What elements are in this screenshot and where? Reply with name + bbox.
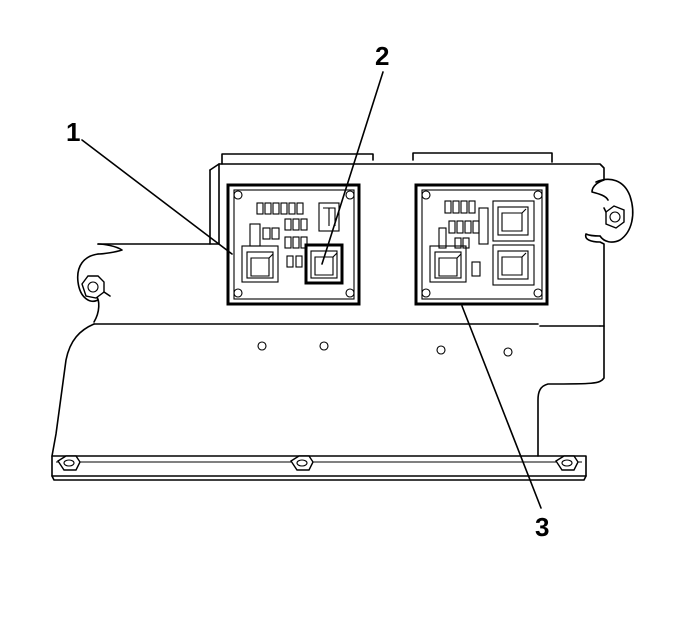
leader-line-2 (321, 71, 384, 265)
leader-line-3 (461, 305, 542, 509)
callout-label-1: 1 (66, 117, 81, 147)
right-ear-nut (595, 178, 634, 243)
callout-label-2: 2 (375, 41, 390, 71)
left-ear-nut (76, 253, 111, 302)
shelf-holes (257, 341, 513, 357)
bottom-flange (51, 455, 587, 481)
bottom-nuts (57, 455, 579, 471)
bottom-nut-right (555, 455, 579, 471)
callout-label-3: 3 (535, 512, 550, 542)
bottom-nut-center (290, 455, 314, 471)
bottom-nut-left (57, 455, 81, 471)
top-tabs (221, 152, 553, 165)
front-shelf (51, 243, 605, 457)
leader-lines (81, 71, 542, 509)
right-module (414, 183, 549, 306)
leader-line-1 (81, 139, 233, 255)
left-module (226, 183, 361, 306)
